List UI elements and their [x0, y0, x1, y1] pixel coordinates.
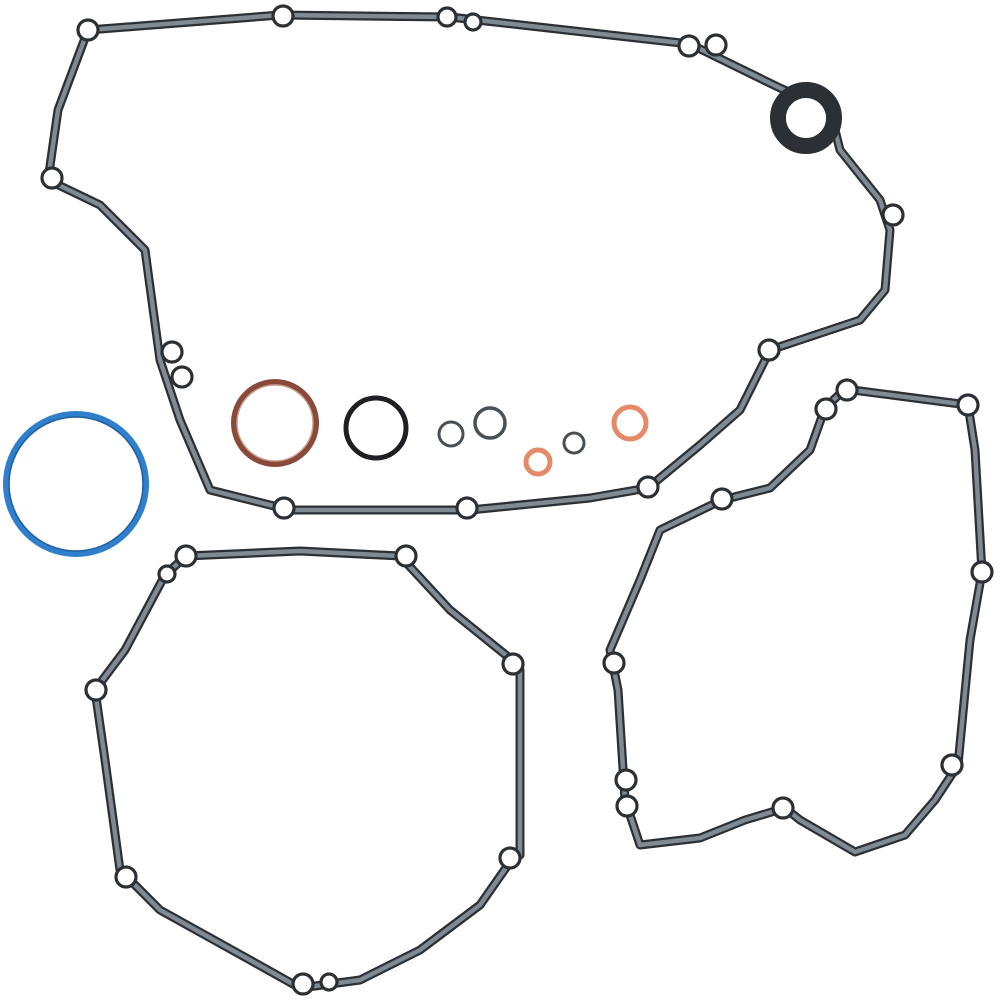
bolt-hole: [272, 496, 296, 520]
bolt-hole: [291, 972, 315, 996]
bolt-hole: [501, 652, 525, 676]
gray-o-ring-small: [437, 420, 465, 448]
blue-o-ring: [3, 411, 149, 557]
crankcase-cover-gasket: [40, 4, 905, 520]
bolt-hole: [710, 487, 734, 511]
bolt-hole: [271, 4, 295, 28]
ignition-cover-gasket-outline: [605, 384, 987, 857]
bolt-hole: [704, 33, 728, 57]
bolt-hole: [677, 34, 701, 58]
bolt-hole: [160, 340, 184, 364]
bolt-hole: [76, 18, 100, 42]
bolt-hole: [940, 753, 964, 777]
crankcase-cover-gasket-outline: [43, 10, 895, 515]
bolt-hole: [394, 544, 418, 568]
bolt-hole: [835, 378, 859, 402]
black-o-ring: [343, 395, 409, 461]
bolt-hole: [463, 12, 483, 32]
bolt-hole: [170, 365, 194, 389]
gray-o-ring-medium: [473, 406, 507, 440]
clutch-cover-gasket: [84, 544, 525, 996]
bolt-hole: [84, 678, 108, 702]
bolt-hole: [319, 972, 339, 992]
bolt-hole: [436, 6, 458, 28]
bolt-hole: [615, 794, 639, 818]
seal-boss: [770, 82, 842, 154]
copper-washer-large: [611, 404, 649, 442]
small-seal-set: [231, 379, 649, 477]
bolt-hole: [114, 865, 138, 889]
bolt-hole: [157, 564, 177, 584]
bolt-hole: [174, 544, 198, 568]
brown-o-ring: [231, 379, 319, 467]
gray-o-ring-tiny: [562, 431, 586, 455]
bolt-hole: [956, 393, 980, 417]
bolt-hole: [40, 166, 64, 190]
bolt-hole: [636, 475, 660, 499]
bolt-hole: [814, 397, 838, 421]
bolt-hole: [970, 560, 994, 584]
bolt-hole: [757, 338, 781, 362]
bolt-hole: [455, 496, 479, 520]
bolt-hole: [881, 203, 905, 227]
bolt-hole: [614, 768, 638, 792]
bolt-hole: [498, 846, 522, 870]
copper-washer-small: [523, 447, 553, 477]
bolt-hole: [771, 796, 795, 820]
ignition-cover-gasket: [602, 378, 994, 857]
bolt-hole: [602, 651, 626, 675]
